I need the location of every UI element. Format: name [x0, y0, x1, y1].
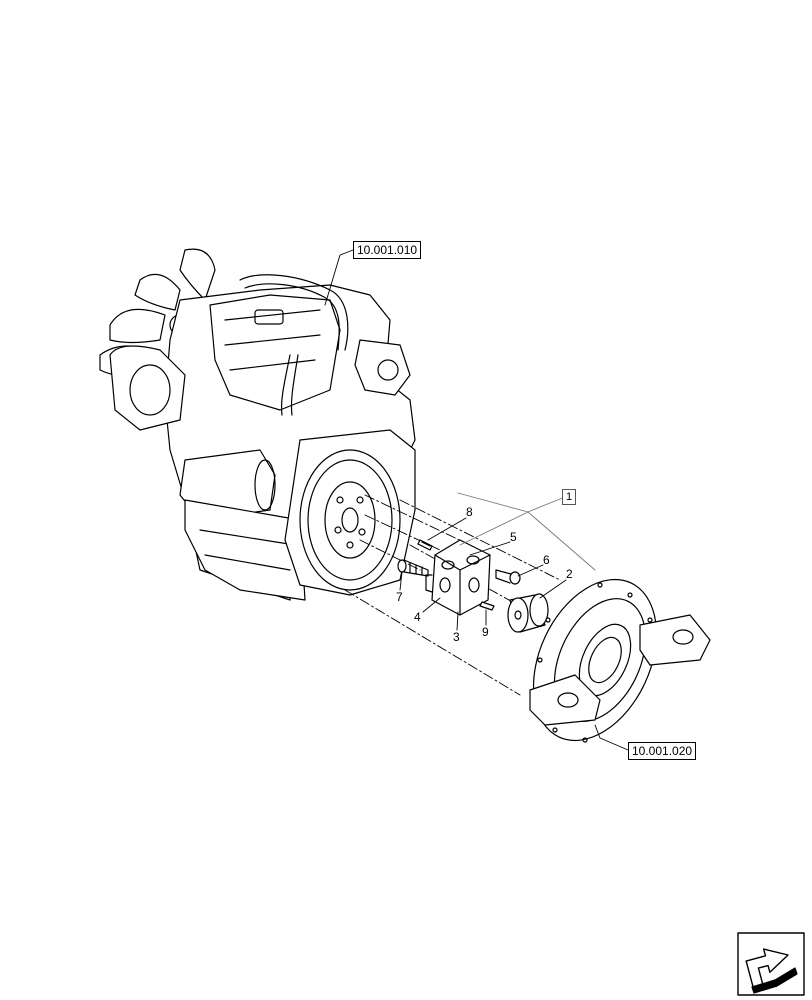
pin-part-9: [479, 601, 495, 611]
housing-reference-label[interactable]: 10.001.020: [628, 742, 697, 760]
hub-part-2: [507, 593, 549, 633]
group-label: 1: [562, 489, 576, 505]
coupling-parts: [397, 539, 711, 743]
callout-7: 7: [396, 590, 403, 604]
callout-4: 4: [414, 610, 421, 624]
callout-6: 6: [543, 553, 550, 567]
engine-assembly: [99, 248, 416, 601]
engine-reference-label[interactable]: 10.001.010: [353, 241, 422, 259]
return-arrow-icon[interactable]: [737, 932, 805, 996]
alternator: [109, 345, 186, 431]
callout-3: 3: [453, 630, 460, 644]
screw-part-6: [495, 569, 521, 585]
bolt-part-7: [397, 559, 429, 577]
pin-part-8: [417, 539, 433, 551]
starter-motor: [179, 449, 276, 521]
coupling-element-part-3: [425, 539, 491, 616]
callout-9: 9: [482, 625, 489, 639]
leader-lines: [324, 249, 629, 751]
thermostat-housing: [354, 339, 411, 396]
callout-8: 8: [466, 505, 473, 519]
adapter-housing: [529, 578, 711, 743]
callout-2: 2: [566, 567, 573, 581]
callout-5: 5: [510, 530, 517, 544]
flywheel: [299, 449, 401, 591]
cylinder-head-cover: [209, 294, 341, 411]
